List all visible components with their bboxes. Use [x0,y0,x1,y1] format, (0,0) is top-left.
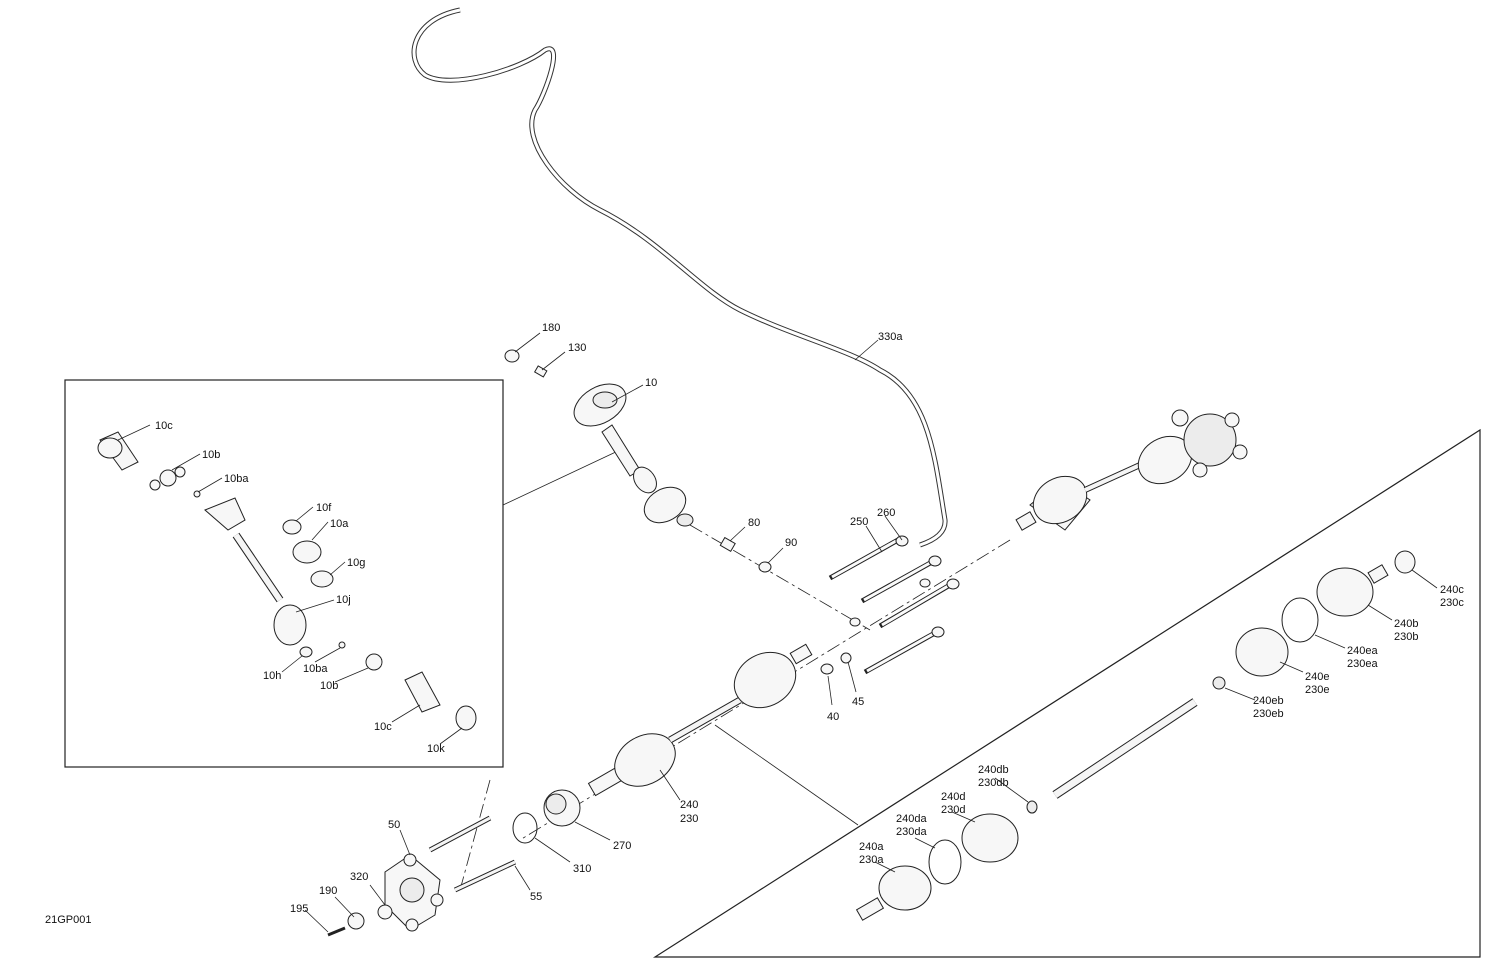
callout-230da: 230da [896,826,927,838]
callout-10h: 10h [263,670,281,682]
propeller-shaft [573,383,694,527]
callout-10a: 10a [330,518,349,530]
wheel-hub [327,815,517,937]
callout-90: 90 [785,537,797,549]
callout-240c: 240c [1440,584,1464,596]
callout-180: 180 [542,322,560,334]
callout-230eb: 230eb [1253,708,1284,720]
bolt-group-250 [828,535,960,675]
callout-310: 310 [573,863,591,875]
callout-240da: 240da [896,813,927,825]
callout-10b-top: 10b [202,449,220,461]
callout-10c-top: 10c [155,420,173,432]
callout-240a: 240a [859,841,884,853]
upper-drive-shaft [1015,409,1248,531]
callout-10f: 10f [316,502,332,514]
diagram-code: 21GP001 [45,914,91,926]
circlip-310 [512,812,538,844]
callout-10g: 10g [347,557,365,569]
callout-240b: 240b [1394,618,1418,630]
callout-10j: 10j [336,594,351,606]
callout-230: 230 [680,813,698,825]
callouts-right-inset: 240c 230c 240b 230b 240ea 230ea 240e 230… [859,584,1464,866]
inset-cv-joint-parts [855,550,1416,921]
callout-10k: 10k [427,743,445,755]
inset-propshaft-parts [97,431,477,731]
callout-330a: 330a [878,331,903,343]
callout-230e: 230e [1305,684,1329,696]
washer-180 [504,349,520,363]
callout-230a: 230a [859,854,884,866]
washer-90 [758,561,772,573]
callout-230b: 230b [1394,631,1418,643]
callout-55: 55 [530,891,542,903]
callout-80: 80 [748,517,760,529]
left-inset-frame [64,379,621,768]
callout-10c-bot: 10c [374,721,392,733]
bearing-270 [543,789,581,827]
callout-250: 250 [850,516,868,528]
callout-270: 270 [613,840,631,852]
callout-230db: 230db [978,777,1009,789]
callout-240e: 240e [1305,671,1329,683]
callout-230ea: 230ea [1347,658,1378,670]
wire-harness [411,7,948,548]
callout-40: 40 [827,711,839,723]
callout-10b-bot: 10b [320,680,338,692]
washer-45 [840,652,852,664]
callout-195: 195 [290,903,308,915]
callout-130: 130 [568,342,586,354]
callout-10ba-bot: 10ba [303,663,328,675]
right-inset-frame [652,428,1481,958]
callout-240eb: 240eb [1253,695,1284,707]
callout-240: 240 [680,799,698,811]
callout-230d: 230d [941,804,965,816]
callout-10ba-top: 10ba [224,473,249,485]
leader-lines [117,332,1438,933]
lower-drive-shaft [587,643,813,797]
callout-50: 50 [388,819,400,831]
bolt-130 [533,365,548,378]
callout-320: 320 [350,871,368,883]
callouts-left-inset: 10c 10b 10ba 10f 10a 10g 10j 10h 10ba 10… [155,420,445,755]
callouts-main: 330a 180 130 10 80 90 250 260 40 45 240 … [290,322,903,915]
callout-45: 45 [852,696,864,708]
bolt-80 [719,536,736,553]
callout-230c: 230c [1440,597,1464,609]
callout-240db: 240db [978,764,1009,776]
nut-40 [820,663,834,675]
callout-190: 190 [319,885,337,897]
callout-10: 10 [645,377,657,389]
callout-240ea: 240ea [1347,645,1378,657]
callout-260: 260 [877,507,895,519]
callout-240d: 240d [941,791,965,803]
